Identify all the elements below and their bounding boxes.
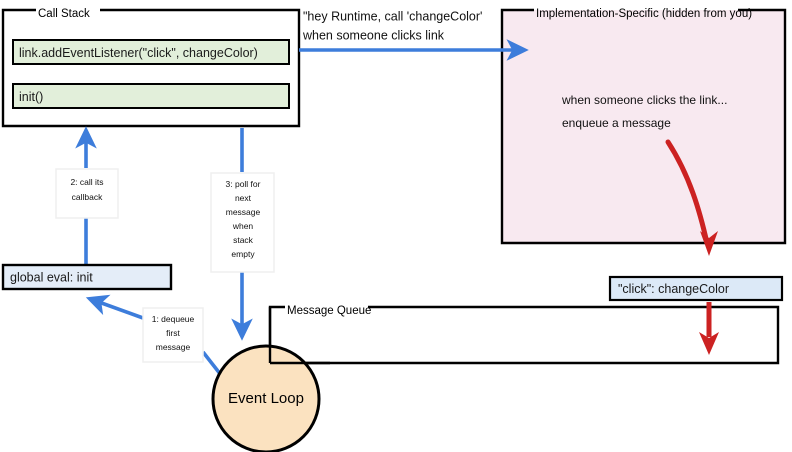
call-stack-label: Call Stack xyxy=(38,8,90,20)
runtime-call-annotation: "hey Runtime, call 'changeColor' when so… xyxy=(299,9,529,61)
stack-frame-label: init() xyxy=(19,90,43,104)
stack-frame-label: link.addEventListener("click", changeCol… xyxy=(19,46,258,60)
dequeue-arrow-from-loop xyxy=(201,350,223,377)
note-line: next xyxy=(235,193,252,203)
dequeue-arrow-to-stack xyxy=(85,294,144,320)
impl-note-line-1: when someone clicks the link... xyxy=(561,93,727,107)
note-poll-next: 3: poll for next message when stack empt… xyxy=(210,172,275,273)
note-line: 3: poll for xyxy=(226,179,261,189)
global-eval-box: global eval: init xyxy=(1,263,173,291)
enqueue-message-curved-arrow xyxy=(665,139,710,246)
note-line: first xyxy=(166,328,180,338)
queued-message-box: "click": changeColor xyxy=(608,275,784,302)
dequeue-message-arrow-group xyxy=(85,294,223,377)
global-eval-label: global eval: init xyxy=(10,270,93,284)
queued-message-label: "click": changeColor xyxy=(618,282,729,296)
note-line: stack xyxy=(233,235,254,245)
call-stack-group: Call Stack link.addEventListener("click"… xyxy=(1,8,301,128)
stack-frame-addeventlistener: link.addEventListener("click", changeCol… xyxy=(12,39,290,65)
runtime-call-line-1: "hey Runtime, call 'changeColor' xyxy=(303,9,482,23)
note-call-callback: 2: call its callback xyxy=(55,168,119,219)
note-line: empty xyxy=(231,249,255,259)
implementation-specific-label: Implementation-Specific (hidden from you… xyxy=(536,8,752,20)
message-into-queue-arrowhead xyxy=(699,332,719,355)
impl-note-line-2: enqueue a message xyxy=(562,116,671,130)
implementation-specific-group: Implementation-Specific (hidden from you… xyxy=(500,8,787,256)
note-line: when xyxy=(232,221,254,231)
runtime-call-line-2: when someone clicks link xyxy=(302,28,445,42)
enqueue-message-arrowhead xyxy=(700,231,718,256)
note-dequeue-first: 1: dequeue first message xyxy=(142,307,204,363)
note-line: message xyxy=(156,342,191,352)
note-line: 1: dequeue xyxy=(152,314,195,324)
note-line: 2: call its xyxy=(70,177,103,187)
event-loop-node: Event Loop xyxy=(211,344,321,452)
event-loop-label: Event Loop xyxy=(228,390,304,407)
message-queue-label: Message Queue xyxy=(287,305,371,317)
note-line: message xyxy=(226,207,261,217)
note-line: callback xyxy=(72,192,103,202)
stack-frame-init: init() xyxy=(12,83,290,109)
message-into-queue-arrow xyxy=(699,302,719,355)
